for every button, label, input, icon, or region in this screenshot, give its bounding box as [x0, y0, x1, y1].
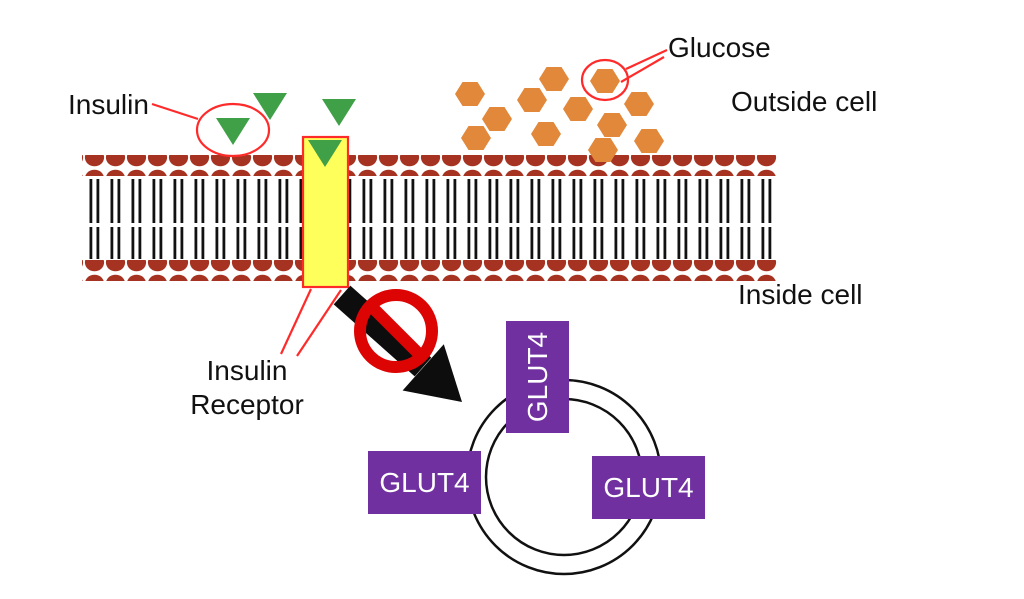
membrane-outer-head-row: [82, 155, 778, 176]
membrane-inner-head-row: [82, 260, 778, 281]
glut4-transporter-top: GLUT4: [506, 321, 569, 433]
insulin-receptor-label-line1: Insulin: [207, 355, 288, 386]
glucose-molecule-icon: [563, 97, 593, 121]
insulin-callout-line: [151, 102, 199, 121]
insulin-label: Insulin: [68, 89, 149, 120]
prohibition-icon: [354, 289, 438, 373]
glucose-label: Glucose: [668, 32, 771, 63]
insulin-molecule-icon: [322, 99, 356, 126]
arrow-head: [402, 344, 462, 402]
outside-cell-label: Outside cell: [731, 86, 877, 117]
glucose-molecule-icon: [634, 129, 664, 153]
glucose-molecule-icon: [539, 67, 569, 91]
glut4-label: GLUT4: [603, 472, 693, 503]
inside-cell-label: Inside cell: [738, 279, 863, 310]
insulin-molecule-icon: [216, 118, 250, 145]
insulin-receptor-label: Insulin Receptor: [190, 355, 304, 420]
receptor-callout-line: [296, 289, 342, 357]
insulin-receptor-label-line2: Receptor: [190, 389, 304, 420]
receptor-callout: [280, 288, 342, 357]
cell-membrane: [82, 155, 778, 281]
glut4-box: [592, 456, 705, 519]
insulin-callout: [151, 102, 271, 158]
membrane-upper-tails: [82, 179, 778, 223]
glucose-molecule-icon: [624, 92, 654, 116]
glucose-molecule-icon: [461, 126, 491, 150]
glut4-box: [506, 321, 569, 433]
insulin-receptor: [301, 135, 350, 289]
receptor-callout-line: [280, 288, 312, 355]
glucose-molecule-icon: [590, 69, 620, 93]
glut4-transporter-right: GLUT4: [592, 456, 705, 519]
blocked-arrow: [333, 285, 462, 402]
glucose-molecule-icon: [517, 88, 547, 112]
arrow-shaft: [333, 285, 432, 377]
glut4-box: [368, 451, 481, 514]
glucose-molecules: [455, 67, 664, 162]
glut4-transporter-left: GLUT4: [368, 451, 481, 514]
glucose-molecule-icon: [531, 122, 561, 146]
insulin-molecule-icon: [253, 93, 287, 120]
insulin-callout-ellipse: [195, 102, 271, 158]
glucose-molecule-icon: [482, 107, 512, 131]
glucose-callout: [580, 49, 668, 102]
glucose-callout-line: [620, 56, 665, 83]
glucose-callout-line: [625, 49, 668, 70]
glucose-molecule-icon: [597, 113, 627, 137]
glut4-label: GLUT4: [379, 467, 469, 498]
prohibition-slash: [366, 301, 426, 361]
glut4-label: GLUT4: [522, 332, 553, 422]
glucose-callout-ellipse: [580, 58, 630, 102]
prohibition-ring: [354, 289, 438, 373]
membrane-lower-tails: [82, 227, 778, 259]
glucose-molecule-icon: [455, 82, 485, 106]
